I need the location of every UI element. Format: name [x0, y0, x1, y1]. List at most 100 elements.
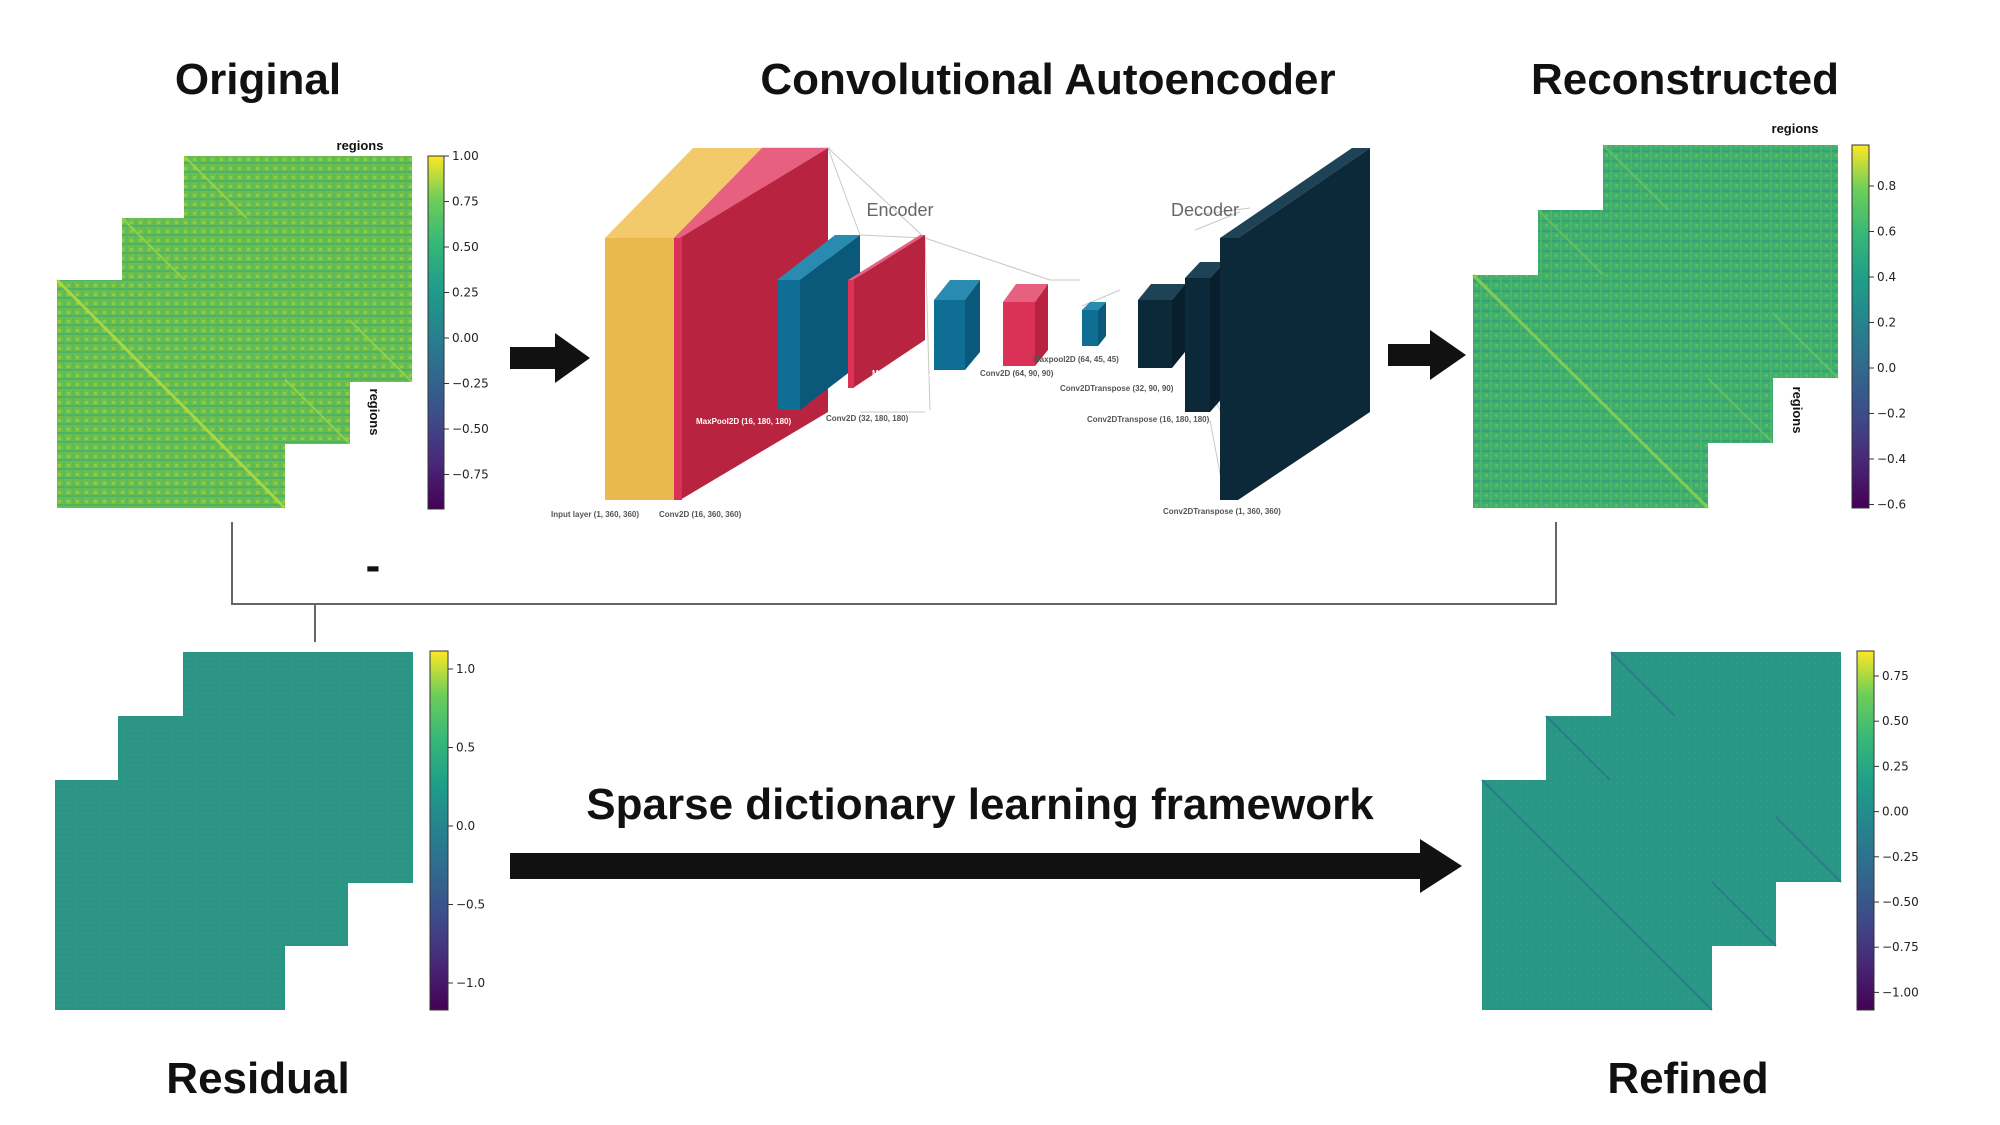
title-residual: Residual [166, 1054, 349, 1103]
residual-colorbar-tick-label: −1.0 [456, 976, 485, 990]
layer-label-pool2: Maxpool2D (32, 90, 90) [872, 369, 958, 378]
pool2-block [934, 300, 965, 370]
layer-label-pool1: MaxPool2D (16, 180, 180) [696, 417, 791, 426]
deconv1-block [1138, 300, 1172, 368]
residual-colorbar-tick-label: −0.5 [456, 898, 485, 912]
original-colorbar-tick-label: 1.00 [452, 149, 479, 163]
title-refined: Refined [1607, 1054, 1768, 1103]
reconstructed-colorbar-gradient [1851, 144, 1870, 509]
pool2-side [965, 280, 980, 370]
reconstructed-colorbar-tick-label: −0.2 [1877, 407, 1906, 421]
input-layer-block [605, 238, 674, 500]
original-colorbar-tick-label: 0.75 [452, 195, 479, 209]
reconstructed-colorbar-tick-label: −0.4 [1877, 452, 1906, 466]
layer-label-input: Input layer (1, 360, 360) [551, 510, 639, 519]
arrow-original-to-autoencoder [510, 333, 590, 383]
refined-colorbar-tick-label: −0.25 [1882, 850, 1919, 864]
refined-colorbar-tick-label: −0.75 [1882, 940, 1919, 954]
reconstructed-colorbar-tick-label: 0.2 [1877, 316, 1896, 330]
conv1-side [680, 148, 828, 500]
original-colorbar-gradient [427, 155, 445, 510]
original-colorbar-tick-label: −0.50 [452, 422, 489, 436]
refined-colorbar-tick-label: 0.50 [1882, 714, 1909, 728]
pool3-side [1098, 302, 1106, 346]
refined-colorbar-ticks: 0.750.500.250.00−0.25−0.50−0.75−1.00 [1874, 669, 1919, 999]
original-colorbar-tick-label: −0.25 [452, 377, 489, 391]
conv3-side [1035, 284, 1048, 366]
title-original: Original [175, 55, 341, 104]
reconstructed-matrix-stack [1471, 144, 1839, 510]
reconstructed-colorbar-tick-label: 0.6 [1877, 225, 1896, 239]
deconv1-side [1172, 284, 1185, 368]
refined-colorbar-tick-label: 0.00 [1882, 805, 1909, 819]
refined-colorbar-tick-label: 0.75 [1882, 669, 1909, 683]
conv2-block [848, 280, 854, 388]
reconstructed-colorbar-tick-label: 0.8 [1877, 179, 1896, 193]
sparse-dictionary-label: Sparse dictionary learning framework [586, 780, 1374, 829]
conv2-side [853, 235, 925, 388]
pool1-top [777, 235, 860, 280]
layer-label-conv3: Conv2D (64, 90, 90) [980, 369, 1054, 378]
deconv3-top [1220, 148, 1370, 238]
layer-label-deconv3: Conv2DTranspose (1, 360, 360) [1163, 507, 1281, 516]
pool3-block [1082, 310, 1098, 346]
refined-colorbar-tick-label: 0.25 [1882, 759, 1909, 773]
original-axis-label-top: regions [337, 138, 384, 153]
refined-colorbar-tick-label: −0.50 [1882, 895, 1919, 909]
reconstructed-axis-label-top: regions [1772, 121, 1819, 136]
conv1-top [674, 148, 828, 238]
original-colorbar-ticks: 1.00 0.75 0.50 0.25 0.00 −0.25 −0.50 −0.75 [444, 149, 489, 482]
conv1-block [674, 238, 682, 500]
original-colorbar-tick-label: 0.00 [452, 331, 479, 345]
residual-colorbar-tick-label: 0.0 [456, 819, 475, 833]
residual-colorbar-tick-label: 0.5 [456, 741, 475, 755]
reconstructed-colorbar: 0.80.60.40.20.0−0.2−0.4−0.6 [1851, 144, 1906, 512]
refined-colorbar-gradient [1856, 650, 1875, 1011]
input-layer-top [605, 148, 762, 238]
encoder-label: Encoder [866, 200, 933, 220]
residual-colorbar: 1.0 0.5 0.0 −0.5 −1.0 [429, 650, 485, 1011]
reconstructed-colorbar-tick-label: 0.4 [1877, 270, 1896, 284]
original-matrix-stack [55, 155, 413, 510]
decoder-label: Decoder [1171, 200, 1239, 220]
layer-label-deconv1: Conv2DTranspose (32, 90, 90) [1060, 384, 1174, 393]
autoencoder-network: Encoder Decoder Input layer (1, 360, 360… [551, 147, 1370, 519]
title-autoencoder: Convolutional Autoencoder [760, 55, 1335, 104]
original-axis-label-side: regions [367, 389, 382, 436]
deconv2-block [1185, 278, 1210, 412]
arrow-autoencoder-to-reconstructed [1388, 330, 1466, 380]
minus-sign: - [366, 541, 381, 590]
reconstructed-axis-label-side: regions [1790, 387, 1805, 434]
conv3-top [1003, 284, 1048, 302]
residual-colorbar-tick-label: 1.0 [456, 662, 475, 676]
deconv3-block [1220, 238, 1238, 500]
layer-label-pool3: Maxpool2D (64, 45, 45) [1033, 355, 1119, 364]
layer-label-deconv2: Conv2DTranspose (16, 180, 180) [1087, 415, 1210, 424]
reconstructed-colorbar-ticks: 0.80.60.40.20.0−0.2−0.4−0.6 [1869, 179, 1906, 512]
original-colorbar-tick-label: −0.75 [452, 468, 489, 482]
pool1-side [800, 235, 860, 410]
subtraction-connector [231, 522, 1557, 642]
residual-matrix-stack [55, 652, 413, 1010]
refined-matrix-stack [1481, 651, 1842, 1011]
original-colorbar: 1.00 0.75 0.50 0.25 0.00 −0.25 −0.50 −0.75 [427, 149, 489, 510]
pool1-block [777, 280, 800, 410]
deconv3-side [1238, 148, 1370, 500]
arrow-sparse-dictionary [510, 839, 1462, 893]
title-reconstructed: Reconstructed [1531, 55, 1839, 104]
original-colorbar-tick-label: 0.50 [452, 240, 479, 254]
residual-matrix-front [55, 780, 285, 1010]
original-colorbar-tick-label: 0.25 [452, 286, 479, 300]
residual-colorbar-ticks: 1.0 0.5 0.0 −0.5 −1.0 [448, 662, 485, 990]
conv2-top [848, 235, 925, 280]
pool2-top [934, 280, 980, 300]
deconv2-top [1185, 262, 1225, 278]
residual-colorbar-gradient [429, 650, 449, 1011]
reconstructed-colorbar-tick-label: −0.6 [1877, 498, 1906, 512]
refined-colorbar: 0.750.500.250.00−0.25−0.50−0.75−1.00 [1856, 650, 1919, 1011]
layer-label-conv1: Conv2D (16, 360, 360) [659, 510, 742, 519]
conv3-block [1003, 302, 1035, 366]
layer-label-conv2: Conv2D (32, 180, 180) [826, 414, 909, 423]
deconv1-top [1138, 284, 1185, 300]
